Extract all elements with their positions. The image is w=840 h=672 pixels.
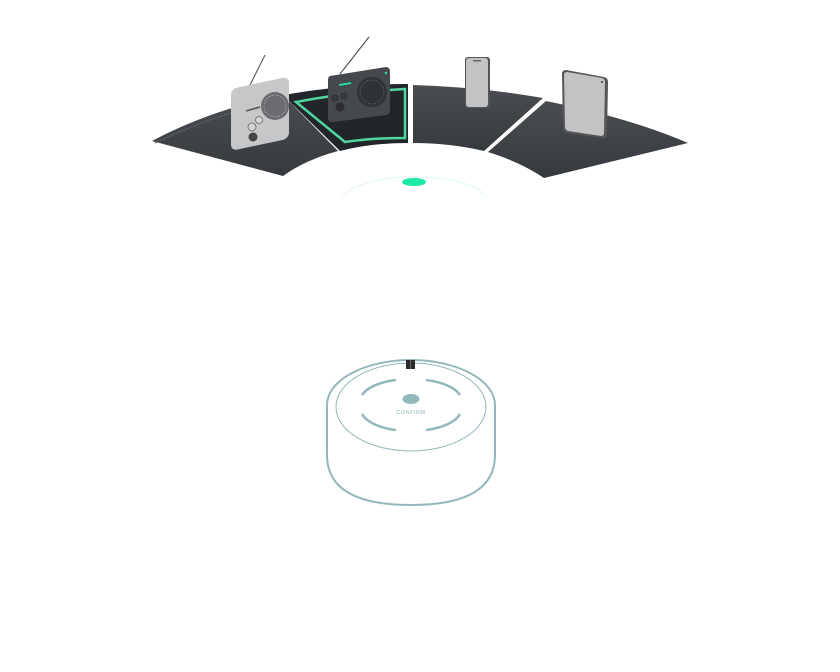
selection-arc: [342, 176, 487, 199]
radio-dark-icon: [328, 36, 390, 123]
confirm-label: CONFIRM: [396, 410, 425, 416]
radio-light-icon: [231, 54, 289, 150]
device-panel-phone[interactable]: [413, 85, 543, 151]
phone-icon: [465, 57, 490, 108]
tablet-icon: [562, 70, 608, 139]
confirm-puck[interactable]: [326, 359, 496, 507]
confirm-button[interactable]: [402, 394, 420, 404]
device-panel-tablet[interactable]: [488, 101, 688, 178]
selection-indicator-dot: [402, 178, 426, 186]
